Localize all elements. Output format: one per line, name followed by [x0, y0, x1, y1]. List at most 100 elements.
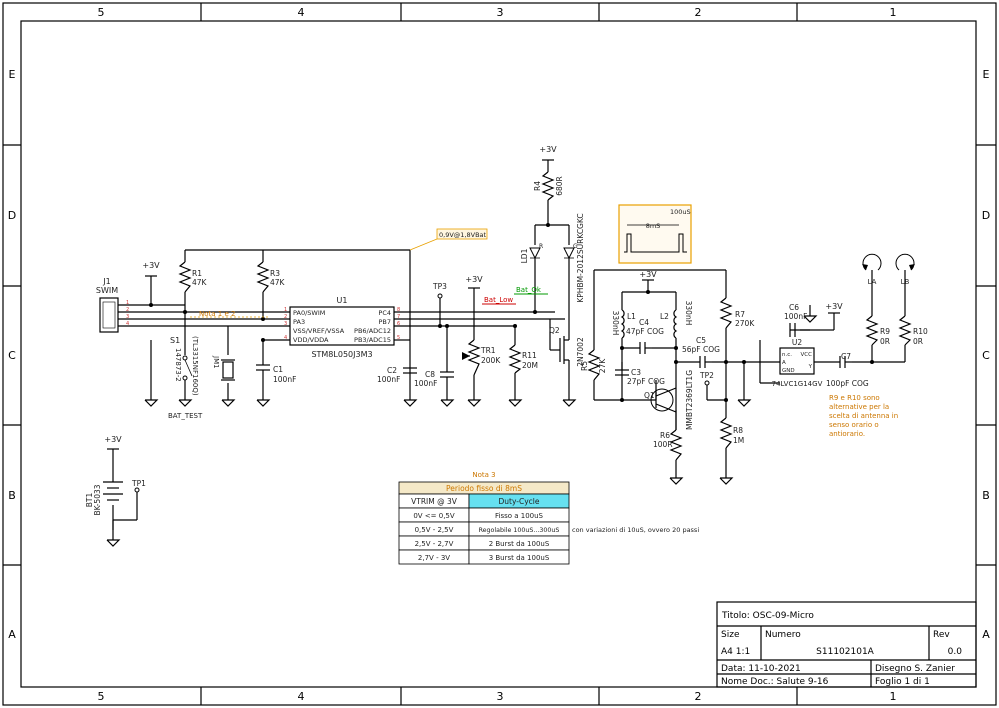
s1-label: BAT_TEST: [168, 412, 203, 420]
r10-ref: R10: [913, 327, 928, 336]
net-label-bat-ok: Bat_Ok: [514, 286, 548, 295]
u2-ref: U2: [792, 338, 802, 347]
j1-pin-num: 3: [126, 314, 129, 320]
u1-pin-label: VSS/VREF/VSSA: [293, 327, 345, 335]
col-label-bottom: 5: [98, 690, 105, 703]
r7-ref: R7: [735, 310, 745, 319]
vref-callout-text: 0,9V@1,8VBat: [439, 231, 487, 239]
u1-pin-num: 2: [284, 314, 287, 320]
c8-value: 100nF: [414, 379, 437, 388]
r3-ref: R3: [270, 269, 280, 278]
plus3v-label: +3V: [465, 275, 483, 284]
nota3-title: Nota 3: [472, 471, 495, 479]
ic-u2: U2 74LVC1G14GV n.c. VCC A GND Y: [760, 338, 823, 388]
c7-value: 100pF COG: [826, 379, 869, 388]
col-label-top: 5: [98, 6, 105, 19]
tb-rev-value: 0.0: [948, 647, 963, 657]
u1-pin-num: 4: [284, 335, 287, 341]
row-label-right: A: [982, 628, 990, 641]
r8-value: 1M: [733, 436, 744, 445]
c3-ref: C3: [631, 368, 641, 377]
r9-value: 0R: [880, 337, 890, 346]
r1-value: 47K: [192, 278, 208, 287]
j1-pin-num: 2: [126, 307, 129, 313]
tp3-ref: TP3: [432, 282, 447, 291]
antenna-note-line: alternative per la: [829, 403, 889, 411]
u2-pin-label: n.c.: [782, 352, 792, 358]
c6-value: 100nF: [784, 312, 807, 321]
r10-value: 0R: [913, 337, 923, 346]
plus3v-label: +3V: [539, 145, 557, 154]
u2-pin-label: A: [782, 360, 786, 366]
col-label-top: 4: [298, 6, 305, 19]
col-label-bottom: 1: [890, 690, 897, 703]
led-r-label: R: [539, 243, 543, 250]
ld1-ref: LD1: [520, 248, 529, 263]
r11-ref: R11: [522, 351, 537, 360]
bat-ok-text: Bat_Ok: [516, 286, 542, 294]
tb-rev-label: Rev: [933, 630, 950, 640]
jm1-ref: JM1: [212, 355, 220, 369]
antenna-note-line: senso orario o: [829, 421, 879, 429]
supply-flags: [107, 159, 840, 450]
tb-data: Data: 11-10-2021: [721, 664, 801, 674]
u1-pin-num: 3: [284, 321, 287, 327]
q2-ref: Q2: [549, 326, 560, 335]
plus3v-label: +3V: [639, 270, 657, 279]
plus3v-label: +3V: [825, 302, 843, 311]
j1-pin-num: 1: [126, 300, 129, 306]
table-cell: 2,7V - 3V: [418, 554, 450, 562]
j1-ref: J1: [102, 277, 110, 286]
row-label-left: B: [8, 489, 16, 502]
antenna-note-line: scelta di antenna in: [829, 412, 898, 420]
u1-ref: U1: [337, 296, 348, 305]
u2-value: 74LVC1G14GV: [772, 380, 823, 388]
u1-pin-label: PB3/ADC15: [354, 336, 391, 344]
vref-callout: 0,9V@1,8VBat: [409, 228, 488, 251]
resistor-zigzags: [178, 171, 912, 461]
r6-ref: R6: [660, 431, 670, 440]
s1-value2: (TL3315NF160Q): [191, 336, 199, 396]
tb-disegno: Disegno S. Zanier: [875, 664, 955, 674]
tp1-ref: TP1: [131, 479, 146, 488]
u1-value: STM8L050J3M3: [311, 350, 372, 359]
c4-value: 47pF COG: [626, 327, 664, 336]
r5-ref: R5: [580, 361, 589, 371]
c2-value: 100nF: [377, 375, 400, 384]
tb-nome-doc: Nome Doc.: Salute 9-16: [721, 677, 829, 687]
tb-size-label: Size: [721, 630, 740, 640]
connector-j1: J1 SWIM: [96, 277, 119, 333]
col-label-bottom: 3: [497, 690, 504, 703]
s1-value: 147873-2: [174, 348, 182, 382]
col-label-bottom: 4: [298, 690, 305, 703]
inductor-coils: [620, 309, 678, 339]
lb-ref: LB: [901, 278, 910, 286]
l2-value: 330nH: [684, 301, 693, 326]
antenna-note-line: antiorario.: [829, 430, 865, 438]
tb-size-value: A4 1:1: [721, 647, 750, 657]
col-label-bottom: 2: [695, 690, 702, 703]
c2-ref: C2: [387, 366, 397, 375]
c5-ref: C5: [696, 336, 706, 345]
u1-pin-label: PC4: [378, 309, 391, 317]
title-block: Titolo: OSC-09-Micro Size A4 1:1 Numero …: [716, 601, 977, 688]
c3-value: 27pF COG: [627, 377, 665, 386]
pulse-width: 100uS: [670, 208, 691, 216]
r11-value: 20M: [522, 361, 538, 370]
bt1-ref: BT1: [85, 493, 94, 508]
antenna-note: R9 e R10 sono alternative per la scelta …: [829, 394, 898, 438]
note-1-2: Nota 1 e 2: [190, 310, 270, 318]
table-title: Periodo fisso di 8mS: [446, 484, 522, 493]
led-ld1: R G LD1 KPHBM-2012SURKCGKC: [520, 213, 585, 302]
r8-ref: R8: [733, 426, 743, 435]
row-label-left: D: [8, 209, 16, 222]
mosfet-q2: Q2 2N7002: [549, 326, 585, 370]
u1-pin-label: PA3: [293, 318, 305, 326]
table-cell: Fisso a 100uS: [495, 512, 544, 520]
u1-pin-num: 6: [397, 321, 400, 327]
table-cell: 3 Burst da 100uS: [489, 554, 550, 562]
row-label-left: C: [8, 349, 16, 362]
col-label-top: 3: [497, 6, 504, 19]
duty-cycle-table: Nota 3 Periodo fisso di 8mS VTRIM @ 3V D…: [398, 471, 699, 565]
